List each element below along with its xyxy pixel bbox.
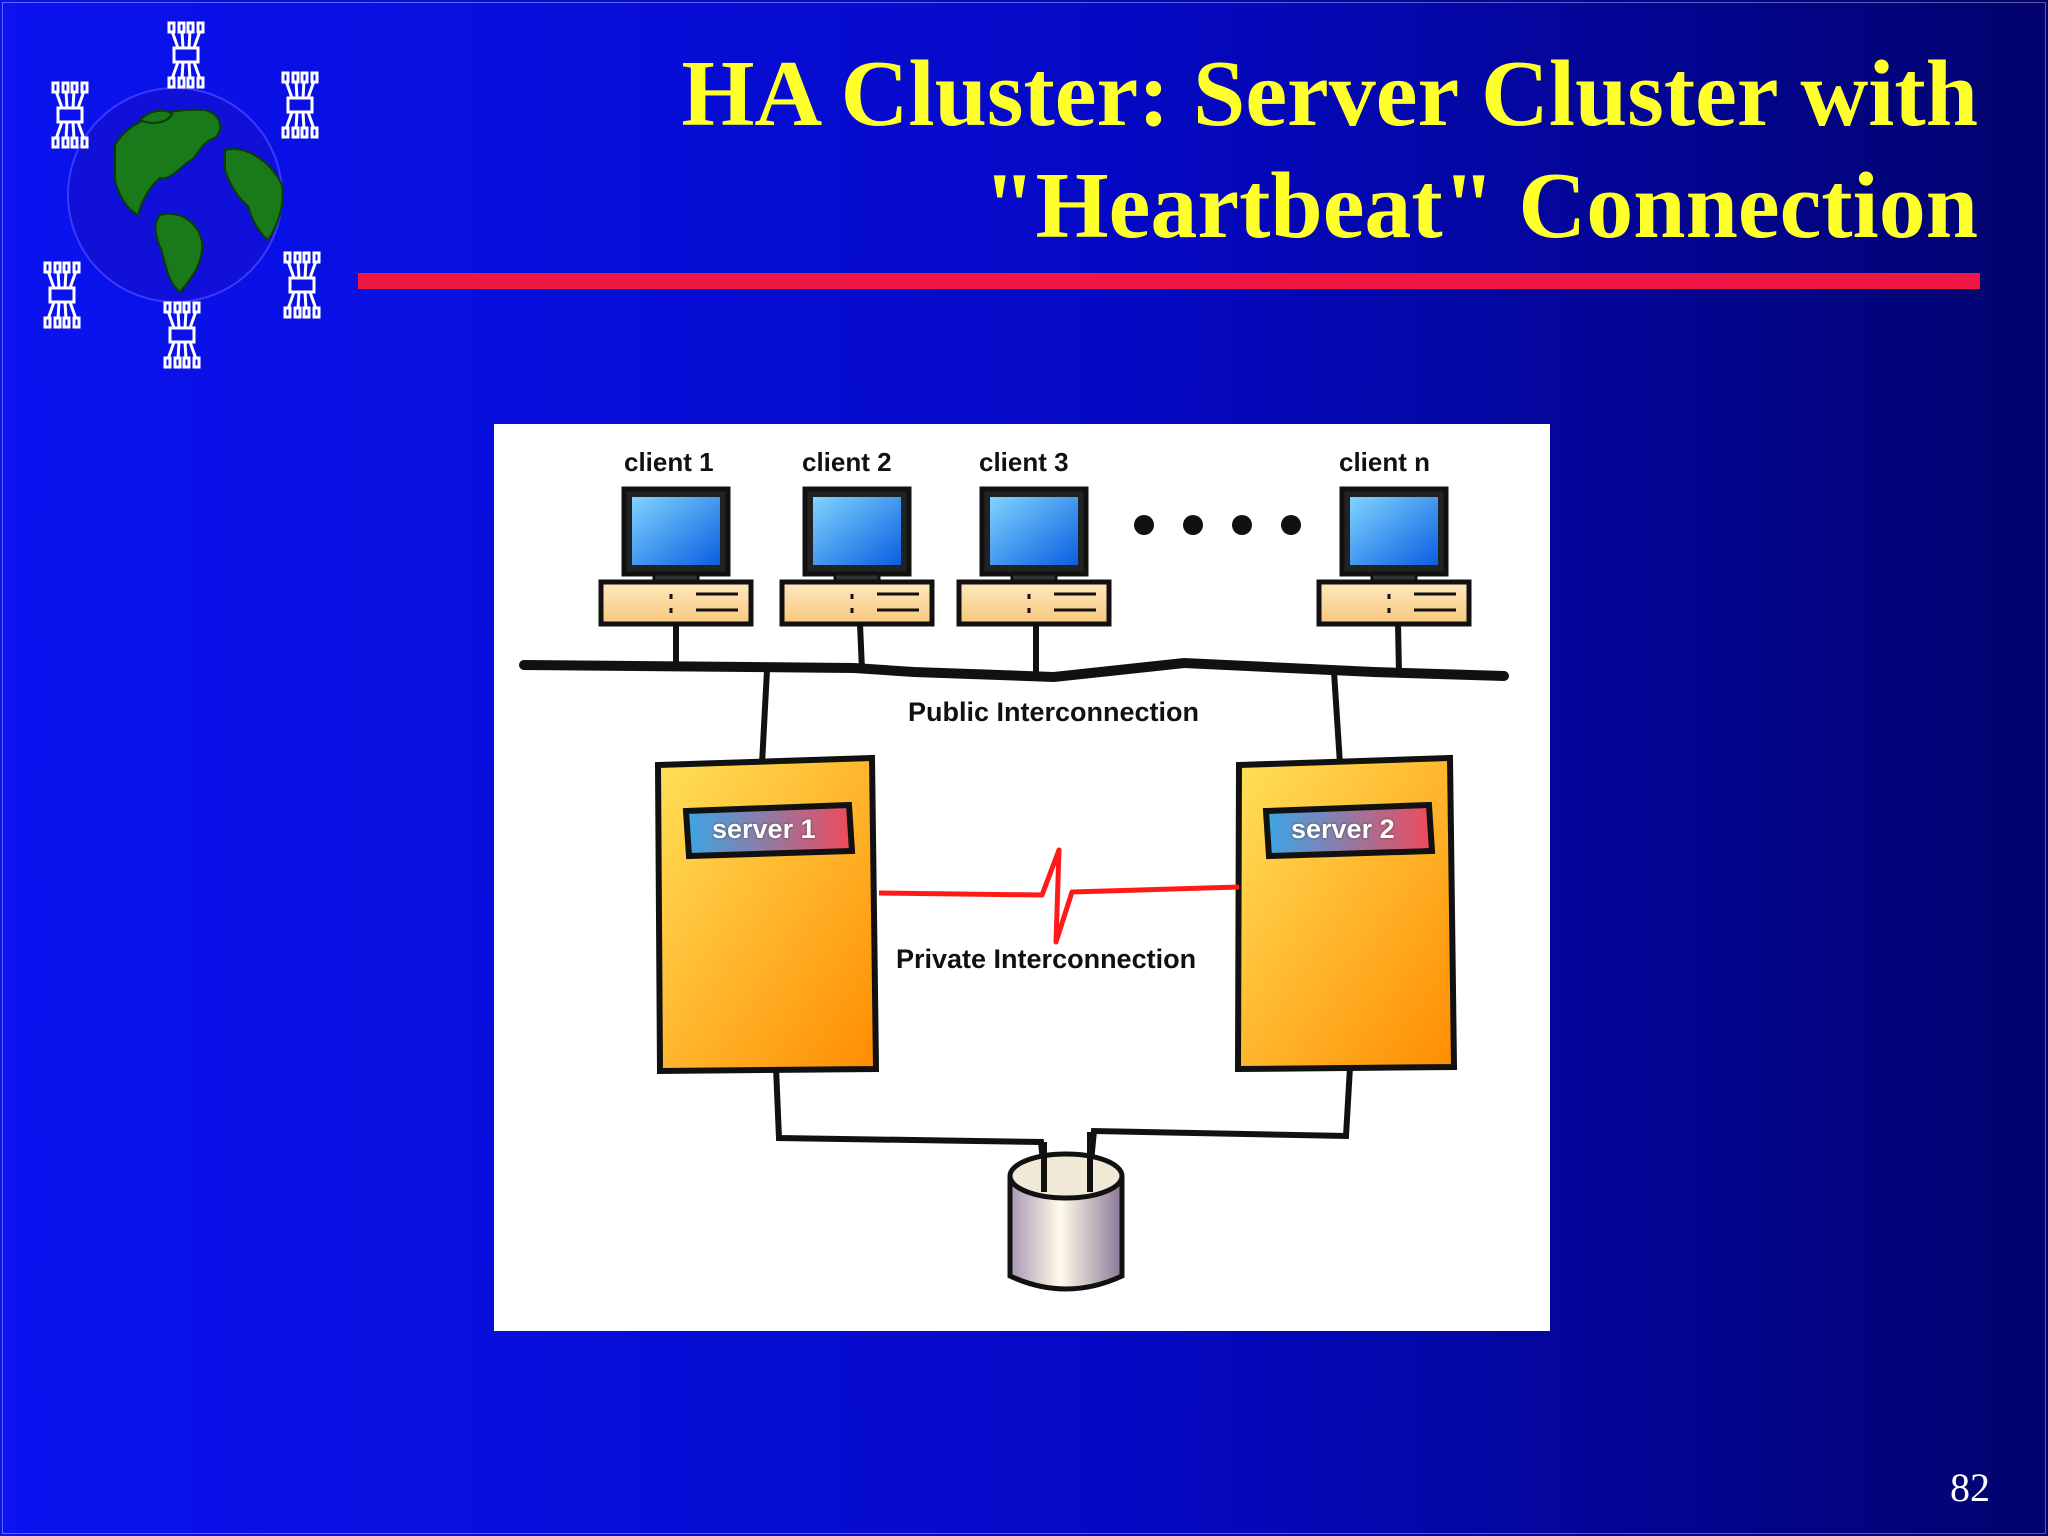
server-2-label: server 2 [1291, 814, 1395, 844]
client-pc-n [1319, 489, 1469, 624]
client-2-label: client 2 [802, 447, 892, 477]
public-interconnection-label: Public Interconnection [908, 697, 1200, 727]
client-pc-3 [959, 489, 1109, 624]
page-number: 82 [1950, 1465, 1990, 1510]
title-divider [358, 273, 1980, 289]
client-n-label: client n [1339, 447, 1431, 477]
cluster-diagram: client 1 client 2 client 3 client n Publ… [494, 424, 1550, 1331]
client-1-label: client 1 [624, 447, 714, 477]
globe-icon [114, 108, 284, 294]
client-pc-1 [601, 489, 751, 624]
private-interconnection-label: Private Interconnection [896, 944, 1197, 974]
slide-title: HA Cluster: Server Cluster with "Heartbe… [418, 38, 1978, 262]
server-1-label: server 1 [712, 814, 816, 844]
server-1 [654, 754, 880, 1075]
client-pc-2 [782, 489, 932, 624]
client-3-label: client 3 [979, 447, 1069, 477]
globe-network-logo [43, 21, 321, 369]
server-2 [1234, 754, 1458, 1073]
shared-disk-icon [1007, 1132, 1125, 1292]
title-line-1: HA Cluster: Server Cluster with [681, 42, 1978, 146]
title-line-2: "Heartbeat" Connection [983, 154, 1978, 258]
public-network-line [519, 657, 1509, 683]
heartbeat-line [878, 847, 1240, 945]
ellipsis-dots [1134, 515, 1301, 535]
